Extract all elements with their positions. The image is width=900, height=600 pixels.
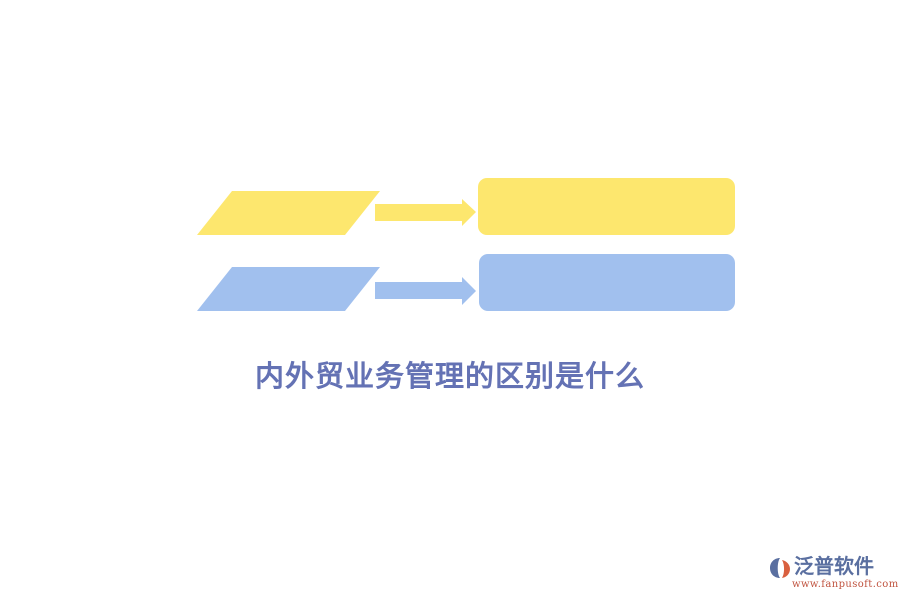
fanpu-logo-icon [770, 558, 790, 578]
diagram-row-blue [197, 254, 735, 311]
output-box-blue [479, 254, 735, 311]
logo-url: www.fanpusoft.com [792, 579, 899, 590]
page-title: 内外贸业务管理的区别是什么 [254, 359, 645, 393]
diagram-row-yellow [197, 178, 735, 235]
logo-brand-name: 泛普软件 [794, 554, 874, 578]
arrow-right-yellow [375, 199, 476, 226]
input-parallelogram-blue [197, 267, 380, 311]
arrow-right-blue [375, 277, 476, 305]
input-parallelogram-yellow [197, 191, 380, 235]
output-box-yellow [478, 178, 735, 235]
brand-logo: 泛普软件 www.fanpusoft.com [762, 548, 898, 592]
